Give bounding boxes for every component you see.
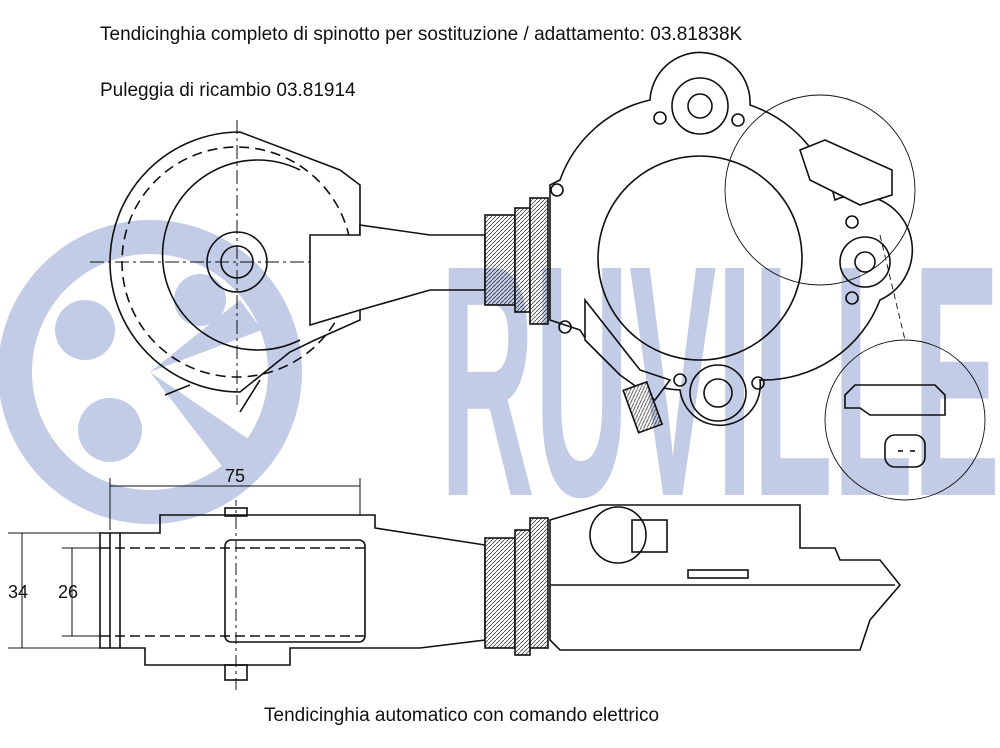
watermark-brand-text: RUVILLE — [440, 196, 1000, 565]
drawing-caption: Tendicinghia automatico con comando elet… — [264, 705, 660, 726]
watermark-logo: RUVILLE — [0, 196, 1000, 565]
tensioner-side-view — [99, 500, 902, 690]
drawing-title: Tendicinghia completo di spinotto per so… — [100, 24, 743, 45]
dimension-outer-height-label: 34 — [8, 582, 28, 602]
spare-pulley-label: Puleggia di ricambio 03.81914 — [100, 80, 356, 101]
dimension-inner-height-label: 26 — [58, 582, 78, 602]
tensioner-top-view — [90, 51, 986, 501]
dimension-width-label: 75 — [225, 466, 245, 486]
